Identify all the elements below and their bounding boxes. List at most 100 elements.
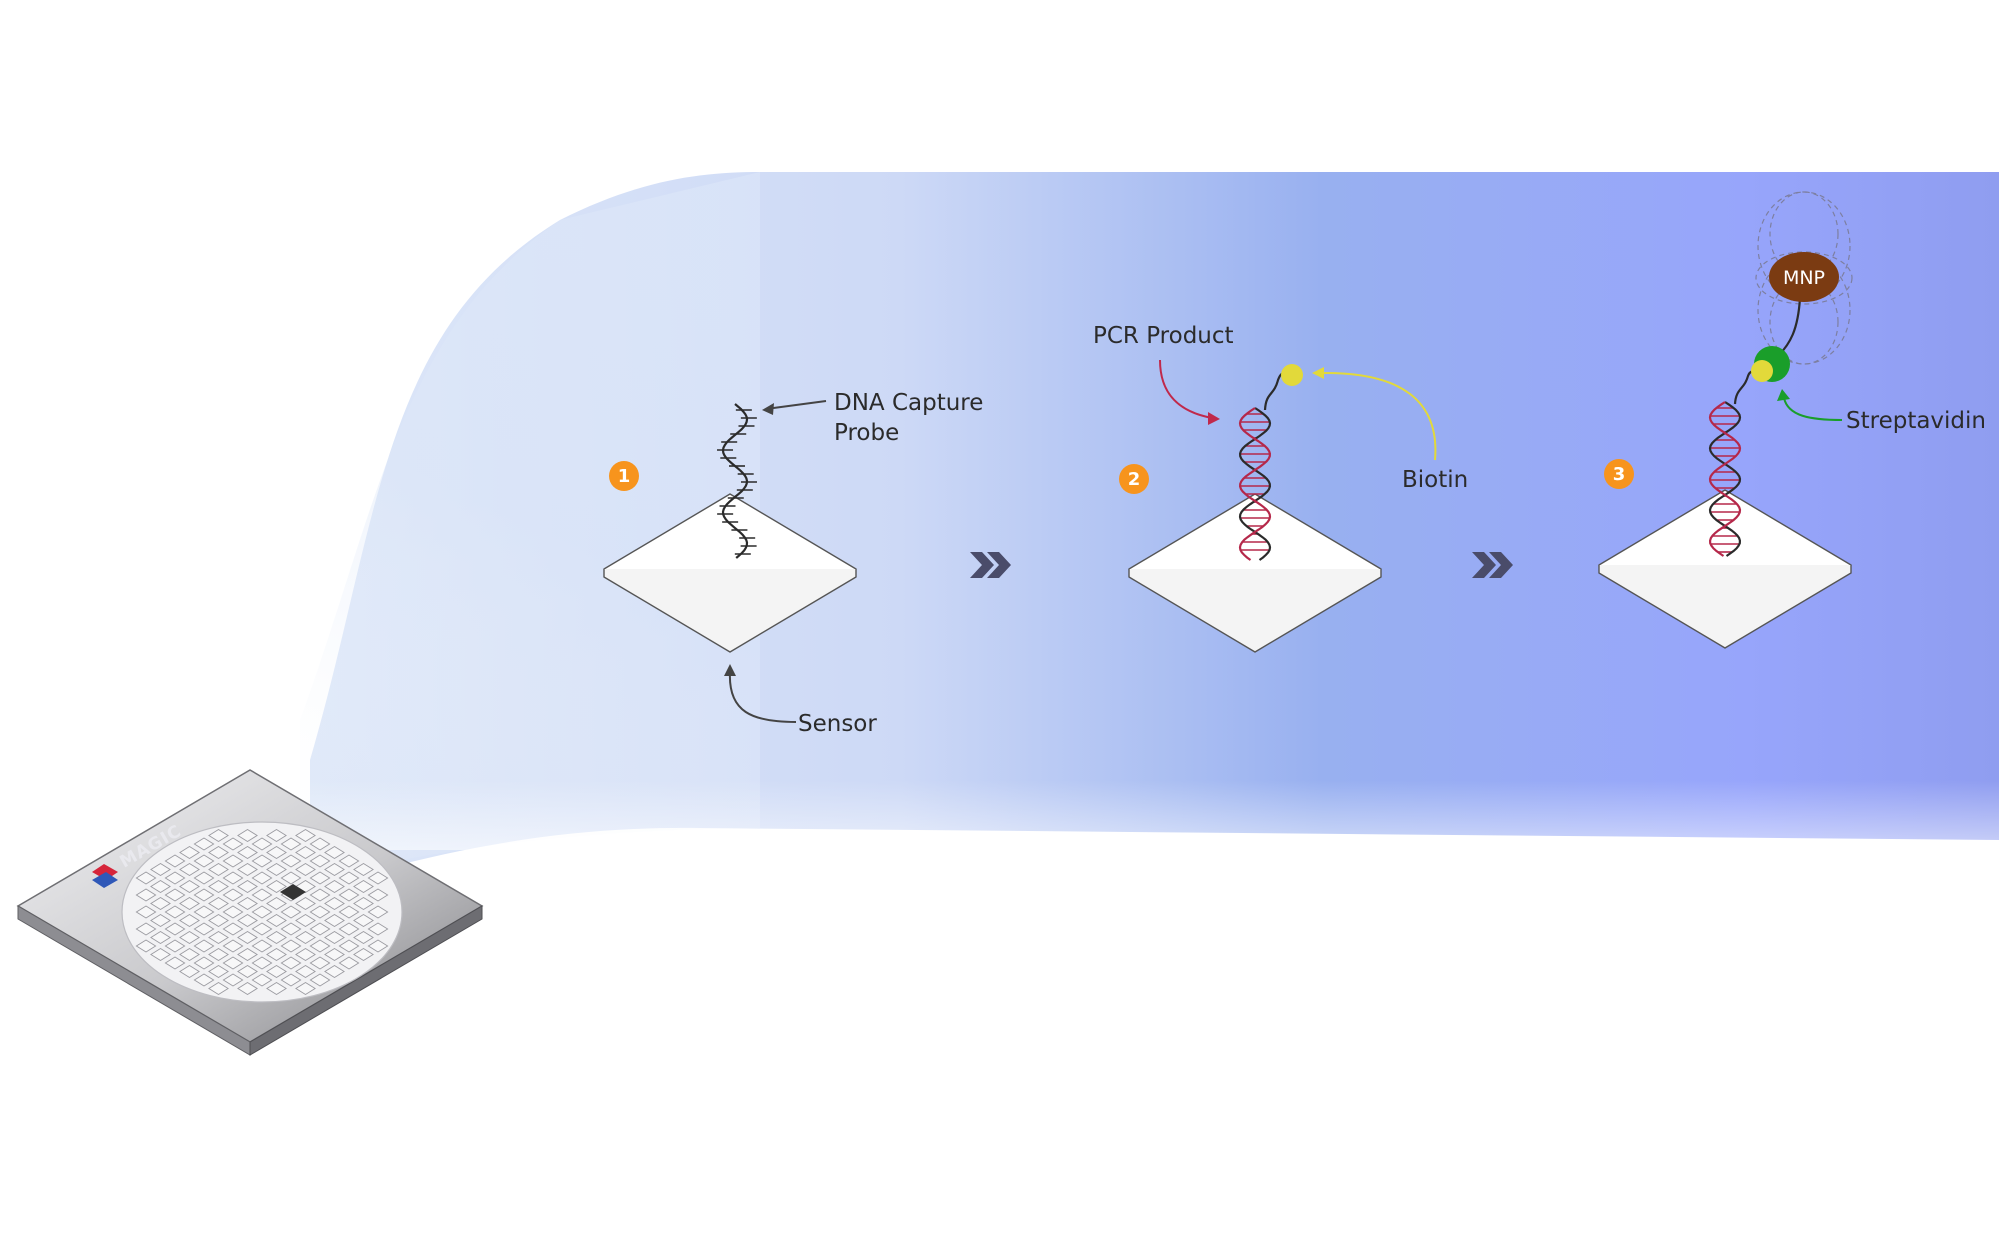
sensor-cell (338, 956, 360, 970)
sensor-cell (222, 837, 244, 851)
sensor-cell (266, 947, 287, 962)
dna-strand (721, 403, 749, 559)
probe-label-line1: DNA Capture (834, 390, 983, 416)
sensor-cell (251, 939, 273, 953)
sensor-cell (251, 854, 273, 868)
sensor-cell (179, 862, 200, 877)
biotin-dot (1751, 360, 1773, 382)
sensor-cell (353, 913, 374, 928)
step-badge-2 (1119, 464, 1149, 494)
sensor-cell (237, 862, 258, 877)
sensor-cell (280, 973, 302, 987)
sensor-cell (135, 939, 157, 953)
sensor-cell (367, 905, 389, 919)
sensor-cell (135, 922, 157, 936)
sensor-cell (295, 981, 316, 996)
sensor-cell (353, 947, 374, 962)
sensor-cell (150, 879, 171, 894)
sensor-cell (251, 871, 273, 885)
sensor-cell (179, 879, 200, 894)
sensor-cell (193, 956, 215, 970)
sensor-cell (208, 862, 229, 877)
step-2: 2 PCR Product Biotin (1093, 323, 1468, 653)
sensor-cell (222, 871, 244, 885)
dna-helix-icon (1708, 401, 1742, 557)
biotin-label: Biotin (1402, 467, 1468, 493)
dna-strand (1238, 407, 1272, 561)
sensor-cell (193, 888, 215, 902)
sensor-cell (309, 973, 331, 987)
sensor-pad-icon (1598, 489, 1852, 649)
sensor-cell (309, 922, 331, 936)
sensor-cell (353, 879, 374, 894)
sensor-label: Sensor (798, 711, 877, 737)
sensor-arrowhead (724, 664, 736, 676)
sensor-cell (164, 871, 186, 885)
sensor-cell (164, 939, 186, 953)
selected-sensor-icon (280, 884, 306, 900)
sensor-cell (179, 896, 200, 911)
sensor-cell (164, 956, 186, 970)
sensor-cell (309, 905, 331, 919)
sensor-cell (266, 896, 287, 911)
sensor-cell (324, 930, 345, 945)
biotin-arrowhead (1312, 367, 1324, 379)
probe-arrowhead (762, 403, 774, 415)
sensor-cell (280, 905, 302, 919)
sensor-cell (193, 871, 215, 885)
sensor-cell (135, 871, 157, 885)
sensor-cell (208, 896, 229, 911)
sensor-arrow (728, 671, 797, 723)
sensor-cell (295, 930, 316, 945)
sensor-cell (338, 922, 360, 936)
step-3: MNP 3 Streptavidin (1598, 191, 1986, 649)
sensor-cell (353, 896, 374, 911)
sensor-cell (295, 862, 316, 877)
sensor-cell (237, 930, 258, 945)
sensor-cell (222, 922, 244, 936)
dna-helix-icon (1238, 407, 1272, 561)
sensor-cell (266, 930, 287, 945)
biotin-arrow (1321, 371, 1437, 461)
step-badge-3 (1604, 459, 1634, 489)
sensor-cell (164, 854, 186, 868)
sensor-cell (179, 930, 200, 945)
sensor-cell (193, 939, 215, 953)
streptavidin-label: Streptavidin (1846, 408, 1986, 434)
sensor-cell (164, 922, 186, 936)
sensor-cell (237, 981, 258, 996)
sensor-cell (309, 956, 331, 970)
sensor-cell (150, 862, 171, 877)
dna-helix-icon (717, 403, 757, 559)
step-number-2: 2 (1128, 469, 1141, 490)
sensor-cell (295, 896, 316, 911)
chip-icon (16, 769, 484, 1056)
sensor-cell (251, 905, 273, 919)
sensor-cell (295, 947, 316, 962)
sensor-pad-icon (603, 493, 857, 653)
sensor-cell (251, 956, 273, 970)
streptavidin-arrowhead (1777, 389, 1790, 401)
sensor-cell (179, 964, 200, 979)
sensor-cell (251, 973, 273, 987)
sensor-cell (338, 905, 360, 919)
sensor-cell (222, 956, 244, 970)
sensor-cell (222, 973, 244, 987)
sensor-cell (266, 845, 287, 860)
sensor-cell (208, 845, 229, 860)
sensor-cell (309, 888, 331, 902)
sensor-cell (237, 913, 258, 928)
sensor-cell (309, 871, 331, 885)
mnp-label: MNP (1783, 267, 1825, 289)
sensor-cell (309, 939, 331, 953)
sensor-array-grid (135, 828, 389, 996)
sensor-cell (266, 964, 287, 979)
sensor-cell (251, 922, 273, 936)
sensor-cell (193, 922, 215, 936)
sensor-cell (237, 828, 258, 843)
sensor-cell (353, 930, 374, 945)
sensor-cell (295, 828, 316, 843)
sensor-cell (135, 888, 157, 902)
sensor-cell (324, 896, 345, 911)
sensor-cell (280, 956, 302, 970)
